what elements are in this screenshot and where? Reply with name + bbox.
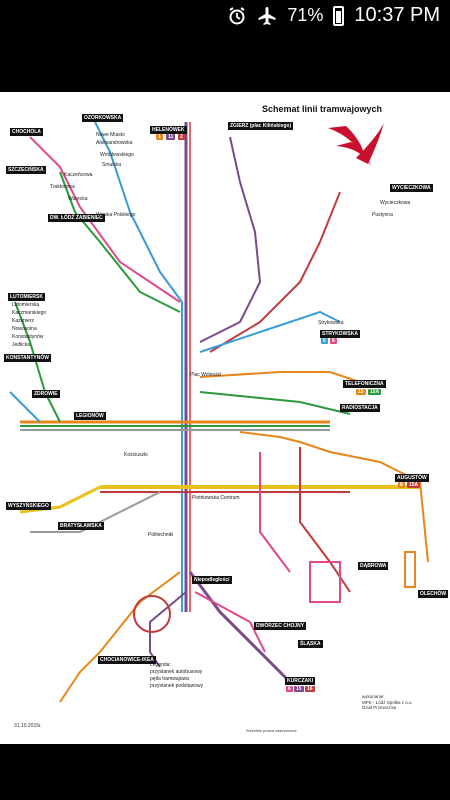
line-tag: 16 <box>305 686 315 692</box>
stop-label: Wycieczkowa <box>380 200 411 206</box>
terminal-chocianowice[interactable]: CHOCIANOWICE-IKEA <box>98 656 156 664</box>
stop-label: Aleksandrowska <box>96 140 133 146</box>
stop-label: Plac Wolności <box>190 372 222 378</box>
battery-percent: 71% <box>287 5 324 25</box>
terminal-kurczaki[interactable]: KURCZAKI <box>285 677 316 685</box>
publisher-line: Dział Przewozów <box>362 705 397 710</box>
terminal-lutomiersk[interactable]: LUTOMIERSK <box>8 293 45 301</box>
line-tag: 11 <box>166 134 176 140</box>
stop-label: Wojska Polskiego <box>96 212 136 218</box>
terminal-augustow[interactable]: AUGUSTÓW <box>395 474 429 482</box>
terminal-chochola[interactable]: CHOCHOLA <box>10 128 43 136</box>
terminal-bratyslawska[interactable]: BRATYSŁAWSKA <box>58 522 104 530</box>
terminal-olechow[interactable]: OLECHÓW <box>418 590 449 598</box>
clock-time: 10:37 PM <box>354 4 440 26</box>
stop-label: Kazimierz <box>12 318 34 324</box>
line-tag: 8 <box>398 482 405 488</box>
terminal-niepodleglosci[interactable]: Niepodległości <box>192 576 232 584</box>
terminal-zdrowie[interactable]: ZDROWIE <box>32 390 60 398</box>
stop-label: Jedlicka <box>12 342 31 348</box>
terminal-helenowek[interactable]: HELENÓWEK <box>150 126 187 134</box>
terminal-wyszynskiego[interactable]: WYSZYŃSKIEGO <box>6 502 51 510</box>
stop-label: Nowe Miasto <box>96 132 125 138</box>
stop-label: Konstantynów <box>12 334 44 340</box>
publisher-line: wykonanie: <box>362 694 385 699</box>
line-tag: 15 <box>356 389 366 395</box>
legend: Legenda: przystanek autobusowy pętla tra… <box>150 662 203 690</box>
battery-icon <box>333 5 345 26</box>
stop-label: Smulska <box>102 162 122 168</box>
terminal-strykowska[interactable]: STRYKOWSKA <box>320 330 360 338</box>
line-tag: 1 <box>156 134 163 140</box>
publisher-line: MPK - Łódź Spółka z o.o. <box>362 699 413 705</box>
terminal-dabrowa[interactable]: DĄBROWA <box>358 562 389 570</box>
publisher-info: wykonanie: MPK - Łódź Spółka z o.o. Dzia… <box>362 694 413 711</box>
airplane-mode-icon <box>257 6 277 26</box>
terminal-telefoniczna[interactable]: TELEFONICZNA <box>343 380 386 388</box>
terminal-konstantynow[interactable]: KONSTANTYNÓW <box>4 354 51 362</box>
stop-label: Wróblewskiego <box>100 152 134 158</box>
line-tag: 6 <box>321 338 328 344</box>
legend-title: Legenda: <box>150 662 171 668</box>
stop-label: Kaczeńcowa <box>64 172 93 178</box>
stop-label: Politechniki <box>148 532 174 538</box>
rights-text: Wszelkie prawa zastrzeżone <box>246 728 297 733</box>
stop-label: Nowosolna <box>12 326 37 332</box>
terminal-szczecinska[interactable]: SZCZECIŃSKA <box>6 166 46 174</box>
terminal-slaska[interactable]: ŚLĄSKA <box>298 640 323 648</box>
map-date: 31.10.2015r. <box>14 723 42 729</box>
status-bar: 71% 10:37 PM <box>0 0 450 34</box>
stop-label: Warecka <box>68 196 88 202</box>
map-title: Schemat linii tramwajowych <box>262 104 383 114</box>
stop-label: Traktorowa <box>50 184 75 190</box>
terminal-radiostacja[interactable]: RADIOSTACJA <box>340 404 380 412</box>
stop-label: Kaczmarskiego <box>12 310 47 316</box>
stop-label: Pustynna <box>372 212 393 218</box>
legend-item: przystanek podstawowy <box>150 683 204 689</box>
line-tag: 8 <box>330 338 337 344</box>
alarm-icon <box>227 6 247 26</box>
line-tag: 15A <box>368 389 382 395</box>
line-tag: 2 <box>178 134 185 140</box>
legend-item: pętla tramwajowa <box>150 676 189 682</box>
terminal-lodz-zabieniec[interactable]: DW. ŁÓDŹ ŻABIENIEC <box>48 214 105 222</box>
terminal-zgierz[interactable]: ZGIERZ (plac Kilińskiego) <box>228 122 294 130</box>
line-tag: 15 <box>294 686 304 692</box>
legend-item: przystanek autobusowy <box>150 669 203 675</box>
stop-label: Strykowska <box>318 320 344 326</box>
tram-network-diagram <box>9 121 429 703</box>
stop-label: Piotrkowska Centrum <box>192 495 240 501</box>
stop-label: Lutomierska <box>12 302 40 308</box>
line-tag: 6 <box>286 686 293 692</box>
tram-map[interactable]: Schemat linii tramwajowych CHOCHOLA SZCZ… <box>0 92 450 744</box>
terminal-wycieczkowa[interactable]: WYCIECZKOWA <box>390 184 433 192</box>
line-tag: 15A <box>407 482 421 488</box>
terminal-ozorkowska[interactable]: OZORKOWSKA <box>82 114 124 122</box>
terminal-chojny[interactable]: DWÓRZEC CHOJNY <box>254 622 307 630</box>
mpk-logo-icon <box>326 118 386 178</box>
terminal-legionow[interactable]: LEGIONÓW <box>74 412 106 420</box>
stop-label: Kościuszki <box>124 452 148 458</box>
